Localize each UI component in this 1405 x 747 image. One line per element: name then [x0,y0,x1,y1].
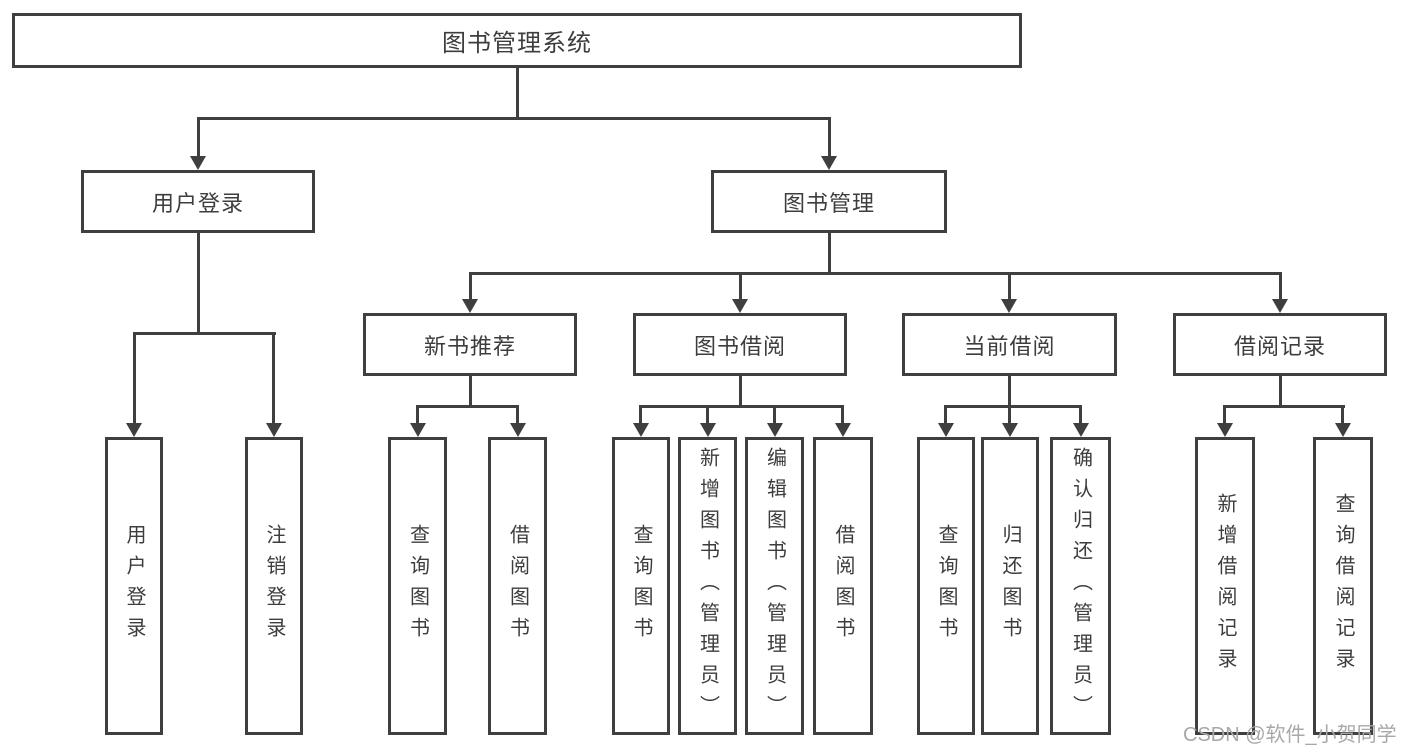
connector-drop-new-books [469,272,472,301]
node-root-system: 图书管理系统 [12,13,1022,68]
leaf-current-confirm-admin-label: 确认归还（管理员） [1069,446,1092,726]
arrowhead-logout-leaf [266,423,282,437]
leaf-borrow-add-admin: 新增图书（管理员） [678,437,737,735]
connector-drop-current-leaf2 [1008,405,1011,425]
leaf-records-add: 新增借阅记录 [1195,437,1255,735]
connector-user-trunk [197,233,200,334]
arrowhead-borrow-leaf2 [700,423,716,437]
leaf-borrow-edit-admin-label: 编辑图书（管理员） [763,446,786,726]
leaf-newbooks-query-label: 查询图书 [406,524,429,648]
connector-drop-logout-leaf [272,332,275,425]
node-records-label: 借阅记录 [1233,333,1326,359]
node-root-label: 图书管理系统 [442,30,592,57]
leaf-current-query: 查询图书 [917,437,975,735]
arrowhead-records-leaf1 [1217,423,1233,437]
leaf-borrow-borrow: 借阅图书 [813,437,873,735]
arrowhead-current [1001,299,1017,313]
connector-drop-borrow-leaf2 [706,405,709,425]
arrowhead-book-mgmt [821,156,837,170]
connector-current-trunk [1008,376,1011,407]
leaf-records-query-label: 查询借阅记录 [1332,493,1354,679]
node-user-login-label: 用户登录 [151,190,244,216]
leaf-user-login: 用户登录 [105,437,163,735]
leaf-user-logout-label: 注销登录 [263,524,285,648]
connector-level1-splitter [197,117,831,120]
connector-bookmgmt-trunk [828,233,831,274]
leaf-records-add-label: 新增借阅记录 [1214,493,1236,679]
leaf-current-confirm-admin: 确认归还（管理员） [1050,437,1111,735]
leaf-current-return: 归还图书 [981,437,1039,735]
arrowhead-records-leaf2 [1335,423,1351,437]
arrowhead-login-leaf [126,423,142,437]
leaf-records-query: 查询借阅记录 [1313,437,1373,735]
leaf-borrow-query-label: 查询图书 [630,524,652,648]
node-current-module: 当前借阅 [902,313,1117,376]
csdn-watermark: CSDN @软件_小贺同学 [1183,724,1397,746]
connector-records-trunk [1279,376,1282,407]
leaf-user-login-label: 用户登录 [123,524,145,648]
connector-borrow-splitter [639,405,844,408]
node-new-books-module: 新书推荐 [363,313,577,376]
node-user-login-branch: 用户登录 [81,170,315,233]
arrowhead-current-leaf1 [938,423,954,437]
connector-root-trunk [516,68,519,120]
leaf-borrow-query: 查询图书 [612,437,670,735]
connector-drop-records-leaf1 [1223,405,1226,425]
connector-user-splitter [133,332,276,335]
arrowhead-current-leaf3 [1073,423,1089,437]
arrowhead-newbooks-leaf1 [410,423,426,437]
connector-drop-borrow [739,272,742,301]
arrowhead-borrow-leaf1 [633,423,649,437]
node-book-mgmt-label: 图书管理 [782,190,875,216]
connector-drop-records [1279,272,1282,301]
leaf-borrow-add-admin-label: 新增图书（管理员） [696,446,719,726]
leaf-current-query-label: 查询图书 [935,524,957,648]
node-borrow-label: 图书借阅 [693,333,786,359]
connector-borrow-trunk [739,376,742,407]
arrowhead-newbooks-leaf2 [510,423,526,437]
connector-drop-borrow-leaf1 [639,405,642,425]
arrowhead-borrow-leaf3 [767,423,783,437]
connector-records-splitter [1223,405,1345,408]
leaf-borrow-borrow-label: 借阅图书 [832,524,854,648]
connector-drop-user-login [197,117,200,158]
arrowhead-current-leaf2 [1002,423,1018,437]
leaf-newbooks-borrow: 借阅图书 [488,437,547,735]
connector-newbooks-trunk [469,376,472,407]
connector-drop-borrow-leaf3 [773,405,776,425]
connector-drop-login-leaf [133,332,136,425]
arrowhead-user-login [190,156,206,170]
connector-current-splitter [944,405,1082,408]
leaf-newbooks-query: 查询图书 [388,437,447,735]
connector-drop-current-leaf3 [1079,405,1082,425]
node-borrow-module: 图书借阅 [633,313,847,376]
connector-drop-newbooks-leaf1 [416,405,419,425]
node-records-module: 借阅记录 [1173,313,1387,376]
leaf-newbooks-borrow-label: 借阅图书 [506,524,529,648]
leaf-user-logout: 注销登录 [245,437,303,735]
arrowhead-records [1272,299,1288,313]
connector-drop-borrow-leaf4 [841,405,844,425]
node-current-label: 当前借阅 [963,333,1056,359]
connector-drop-records-leaf2 [1341,405,1344,425]
arrowhead-borrow-leaf4 [835,423,851,437]
connector-drop-book-mgmt [828,117,831,158]
leaf-borrow-edit-admin: 编辑图书（管理员） [745,437,804,735]
connector-drop-current [1008,272,1011,301]
connector-drop-current-leaf1 [944,405,947,425]
node-book-mgmt-branch: 图书管理 [711,170,947,233]
arrowhead-borrow [732,299,748,313]
connector-level2-splitter [469,272,1282,275]
connector-drop-newbooks-leaf2 [516,405,519,425]
node-new-books-label: 新书推荐 [423,333,516,359]
arrowhead-new-books [462,299,478,313]
connector-newbooks-splitter [416,405,519,408]
leaf-current-return-label: 归还图书 [999,524,1021,648]
